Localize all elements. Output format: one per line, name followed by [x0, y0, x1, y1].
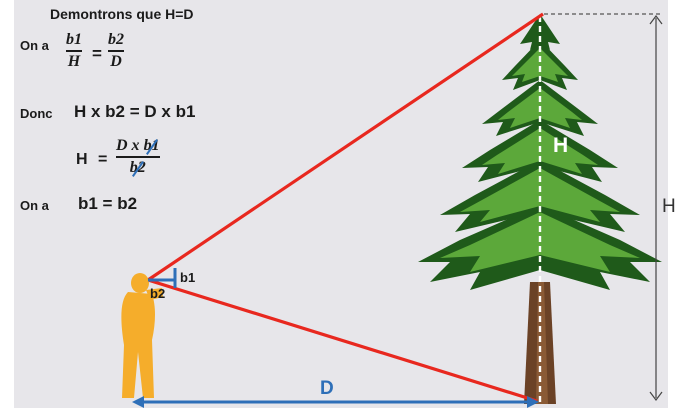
- small-triangle-b1-b2: [148, 268, 177, 288]
- right-height-arrow: [649, 15, 663, 401]
- label-H-tree: H: [553, 134, 569, 157]
- fraction2-bar: [108, 50, 124, 52]
- h-denominator-struck-b2: b2: [129, 158, 146, 176]
- h-fraction-numerator: D x b1: [116, 138, 160, 154]
- label-H-right: H: [662, 196, 675, 217]
- line2-donc: Donc: [20, 106, 53, 121]
- distance-arrow-D: [132, 396, 539, 408]
- fraction1-numerator: b1: [66, 31, 82, 48]
- h-numerator-prefix: D x: [116, 137, 144, 154]
- foliage-layer-2-light: [460, 168, 620, 222]
- h-lhs: H: [76, 151, 88, 168]
- sight-line-top: [147, 12, 544, 282]
- heading-title: Demontrons que H=D: [50, 6, 194, 22]
- equation-b1-equals-b2: b1 = b2: [78, 194, 138, 213]
- label-D: D: [320, 378, 334, 399]
- fraction1-denominator: H: [67, 52, 81, 70]
- equation-H-b2-D-b1: H x b2 = D x b1: [74, 102, 196, 121]
- h-numerator-struck-b1: b1: [143, 137, 160, 154]
- fraction-equals-sign: =: [92, 44, 102, 63]
- line3-on-a: On a: [20, 198, 49, 213]
- fraction1-bar: [66, 50, 82, 52]
- h-fraction-bar: [116, 156, 160, 158]
- line1-on-a: On a: [20, 38, 49, 53]
- fraction-b2-over-D: b2 D: [108, 32, 124, 70]
- observer-person: [121, 273, 163, 398]
- label-b2: b2: [150, 286, 166, 301]
- fraction2-denominator: D: [110, 52, 122, 70]
- foliage-layer-5-light: [512, 48, 568, 82]
- fraction-b1-over-H: b1 H: [66, 32, 82, 70]
- tree-trunk-highlight: [536, 282, 548, 404]
- fraction2-numerator: b2: [108, 31, 124, 48]
- fraction-H-solution: D x b1 b2: [116, 138, 160, 176]
- label-b1: b1: [180, 270, 196, 285]
- sight-line-bottom: [147, 278, 538, 403]
- h-fraction-denominator: b2: [129, 158, 146, 176]
- h-equals-sign: =: [98, 151, 108, 168]
